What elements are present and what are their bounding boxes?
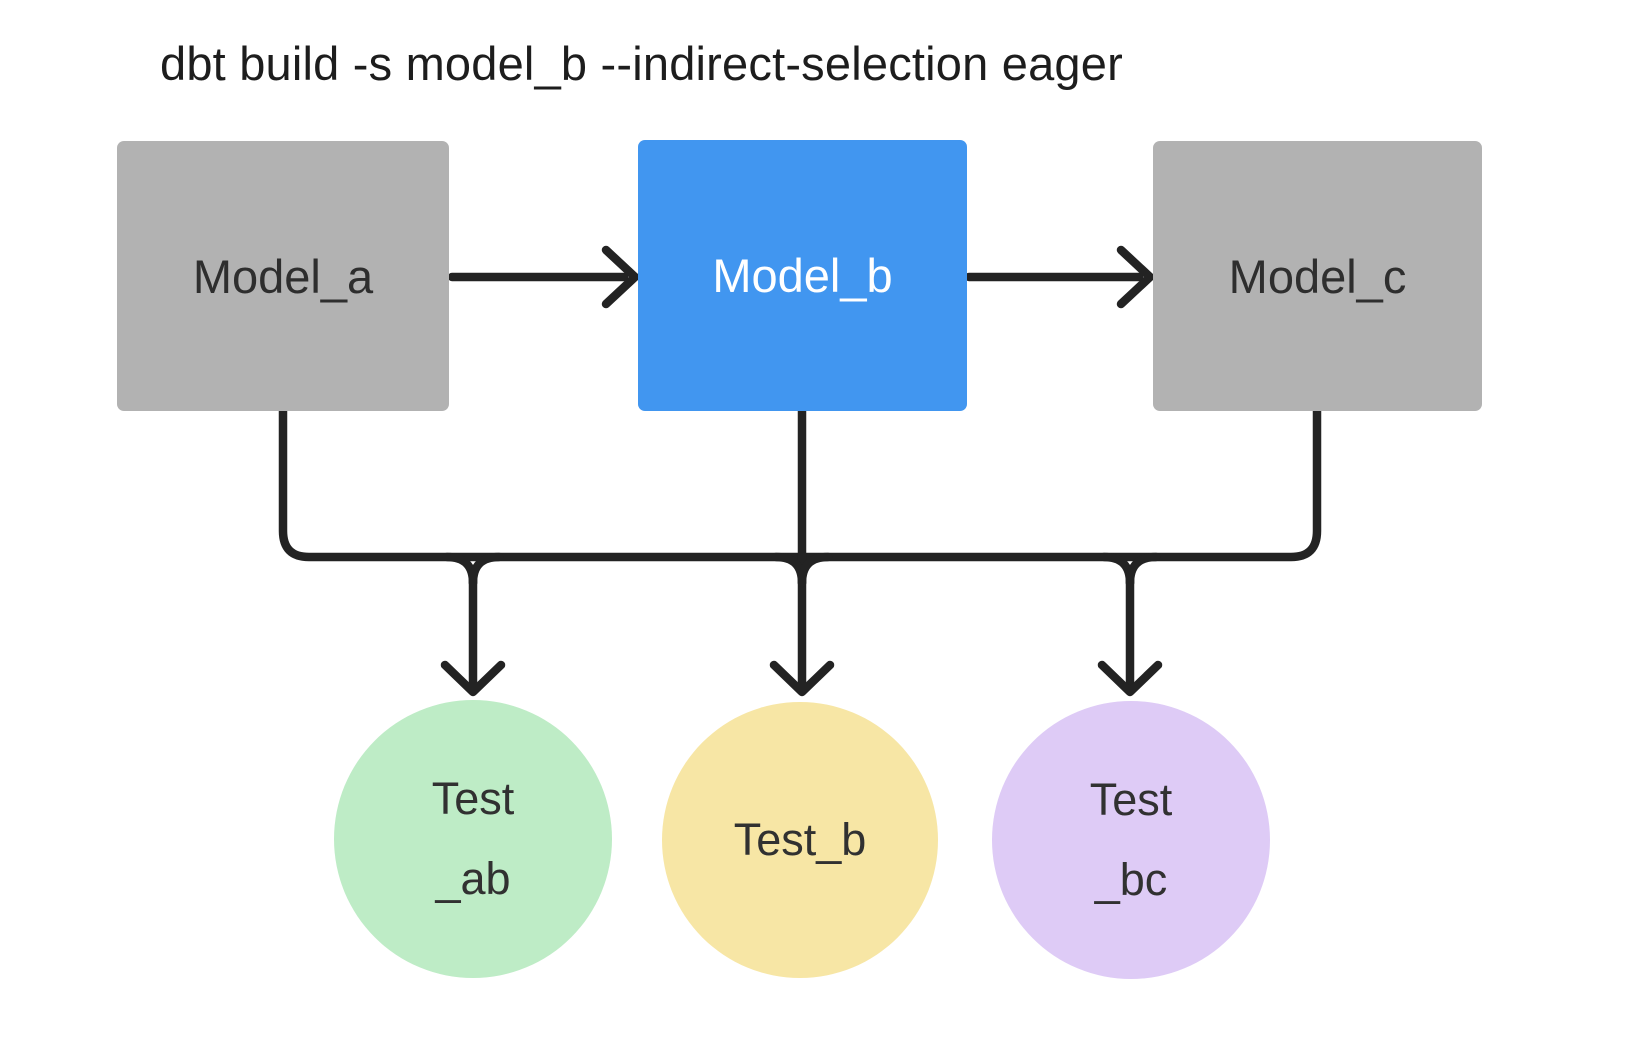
node-test-bc-label-line1: Test bbox=[1089, 774, 1173, 825]
node-test-bc-label: Test _bc bbox=[1090, 760, 1173, 920]
node-test-ab-label-line1: Test bbox=[431, 773, 515, 824]
node-test-bc: Test _bc bbox=[992, 701, 1270, 979]
edge-bus-to-test-bc bbox=[1097, 552, 1163, 697]
node-test-ab-label-line2: _ab bbox=[435, 853, 511, 904]
node-model-c-label: Model_c bbox=[1228, 249, 1407, 303]
node-test-b: Test_b bbox=[662, 702, 938, 978]
edge-strokes bbox=[278, 245, 1322, 697]
edge-bus-to-test-ab bbox=[440, 552, 506, 697]
node-test-b-label-line1: Test_b bbox=[733, 814, 867, 865]
edge-model-b-to-model-c bbox=[964, 245, 1155, 309]
node-model-b: Model_b bbox=[638, 140, 967, 411]
node-model-b-label: Model_b bbox=[712, 249, 893, 302]
node-model-a: Model_a bbox=[117, 141, 449, 411]
node-model-c: Model_c bbox=[1153, 141, 1482, 411]
node-test-b-label: Test_b bbox=[734, 800, 867, 880]
command-title: dbt build -s model_b --indirect-selectio… bbox=[160, 37, 1123, 90]
node-model-a-label: Model_a bbox=[192, 249, 374, 303]
edge-model-b-to-test-b bbox=[769, 406, 835, 697]
node-test-ab-label: Test _ab bbox=[432, 759, 515, 919]
node-test-ab: Test _ab bbox=[334, 700, 612, 978]
node-test-bc-label-line2: _bc bbox=[1094, 854, 1168, 905]
edge-model-a-to-model-b bbox=[447, 245, 640, 309]
